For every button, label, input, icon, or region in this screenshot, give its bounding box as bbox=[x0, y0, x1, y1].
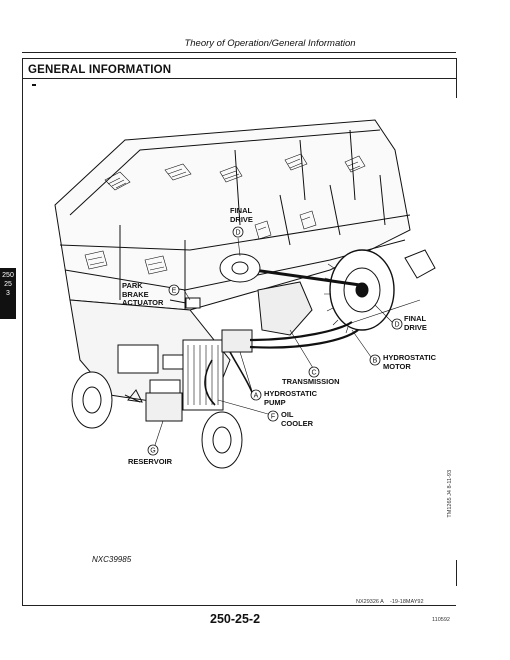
label-final-drive-top: FINAL DRIVE bbox=[230, 206, 253, 224]
leader-oil-cooler bbox=[217, 399, 269, 415]
svg-text:B: B bbox=[373, 358, 378, 365]
label-line: HYDROSTATIC bbox=[264, 389, 318, 398]
leader-transmission bbox=[289, 329, 314, 369]
reservoir-tank bbox=[145, 392, 183, 422]
label-park-brake-actuator: PARK BRAKE ACTUATOR bbox=[122, 281, 164, 308]
leader-park-brake bbox=[183, 289, 191, 301]
footer-rule bbox=[22, 605, 456, 606]
transmission-block bbox=[257, 281, 313, 336]
label-line: DRIVE bbox=[230, 214, 253, 224]
label-line: BRAKE bbox=[122, 289, 149, 299]
header-rule bbox=[22, 52, 456, 53]
right-margin-mark bbox=[456, 560, 457, 586]
label-hydrostatic-pump: HYDROSTATIC PUMP bbox=[264, 389, 318, 407]
basket-top-rail bbox=[69, 129, 381, 216]
section-top-rule bbox=[22, 58, 456, 59]
label-line: COOLER bbox=[281, 418, 314, 428]
callout-circle-c: C bbox=[308, 366, 320, 378]
label-line: FINAL bbox=[404, 314, 427, 323]
label-transmission: TRANSMISSION bbox=[282, 377, 340, 387]
label-line: OIL bbox=[281, 410, 294, 419]
section-left-rule bbox=[22, 58, 23, 606]
label-hydrostatic-motor: HYDROSTATIC MOTOR bbox=[383, 353, 437, 371]
svg-text:E: E bbox=[172, 288, 177, 295]
label-line: PARK bbox=[122, 281, 143, 290]
leader-hydrostatic-pump bbox=[239, 351, 253, 392]
leader-hydrostatic-motor bbox=[351, 329, 372, 358]
label-reservoir: RESERVOIR bbox=[128, 457, 173, 467]
leader-final-drive-right bbox=[374, 304, 393, 323]
callout-circle-b: B bbox=[369, 354, 381, 366]
page-number: 250-25-2 bbox=[210, 612, 261, 626]
label-line: HYDROSTATIC bbox=[383, 353, 437, 362]
label-line: PUMP bbox=[264, 397, 286, 407]
svg-text:D: D bbox=[394, 322, 399, 329]
svg-text:G: G bbox=[150, 448, 155, 455]
label-line: DRIVE bbox=[404, 322, 427, 332]
footer-small-code-mid: -19-18MAY92 bbox=[390, 599, 424, 605]
callout-circle-d-right: D bbox=[391, 318, 403, 330]
svg-text:C: C bbox=[311, 370, 316, 377]
side-tab-line-2: 25 bbox=[4, 281, 12, 288]
figure-id: NXC39985 bbox=[92, 555, 132, 564]
front-left-wheel bbox=[71, 371, 113, 429]
front-right-wheel bbox=[201, 411, 243, 469]
footer-small-code-right: 110592 bbox=[432, 617, 450, 623]
svg-text:A: A bbox=[254, 393, 259, 400]
section-right-rule bbox=[456, 58, 457, 98]
label-final-drive-right: FINAL DRIVE bbox=[404, 314, 427, 332]
bullet-mark bbox=[32, 84, 36, 86]
leader-reservoir bbox=[154, 420, 164, 446]
section-side-tab: 250 25 3 bbox=[0, 268, 16, 319]
label-line: RESERVOIR bbox=[128, 457, 173, 466]
label-line: TRANSMISSION bbox=[282, 377, 340, 386]
basket-mid-rail bbox=[59, 214, 411, 251]
label-oil-cooler: OIL COOLER bbox=[281, 410, 314, 428]
leader-final-drive-top bbox=[237, 237, 241, 257]
section-title: GENERAL INFORMATION bbox=[28, 64, 172, 76]
callout-circle-g: G bbox=[147, 444, 159, 456]
svg-text:F: F bbox=[271, 414, 275, 421]
side-tab-line-1: 250 bbox=[2, 272, 14, 279]
footer-small-code-left: NX29326 A bbox=[356, 599, 384, 605]
side-tab-line-3: 3 bbox=[6, 290, 10, 297]
callout-circle-a: A bbox=[250, 389, 262, 401]
callout-circle-d-top: D bbox=[232, 226, 244, 238]
label-line: ACTUATOR bbox=[122, 298, 164, 307]
callout-circle-e: E bbox=[168, 284, 180, 296]
callout-circle-f: F bbox=[267, 410, 279, 422]
label-line: MOTOR bbox=[383, 361, 411, 371]
svg-text:D: D bbox=[235, 230, 240, 237]
running-header: Theory of Operation/General Information bbox=[184, 38, 356, 49]
label-line: FINAL bbox=[230, 206, 253, 215]
vertical-reference-code: TM1265 J4 8-11-93 bbox=[447, 470, 453, 518]
section-title-underline bbox=[22, 78, 456, 79]
